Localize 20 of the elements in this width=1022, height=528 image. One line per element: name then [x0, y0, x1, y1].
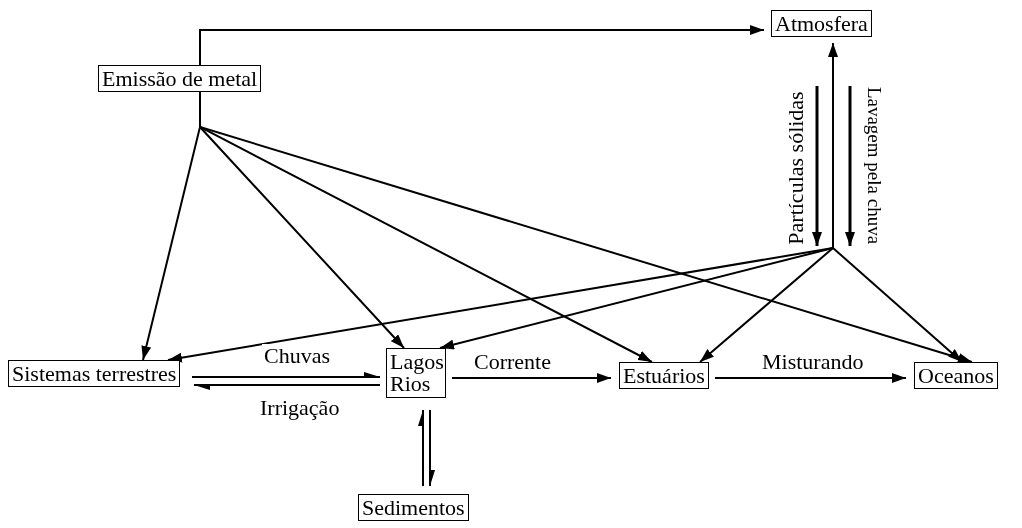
process-box: Sedimentos [358, 494, 469, 522]
arrow [199, 25, 765, 66]
rotated-label: Partículas sólidas [784, 91, 807, 245]
process-box: Lagos Rios [386, 348, 446, 398]
arrow [429, 409, 435, 487]
process-box: Atmosfera [771, 10, 872, 38]
process-box: Emissão de metal [98, 65, 262, 93]
arrow [451, 373, 612, 383]
arrow [699, 247, 834, 363]
arrow [439, 247, 834, 350]
arrow [828, 42, 838, 249]
arrow [167, 247, 834, 363]
arrow [418, 409, 424, 487]
process-box: Estuários [619, 362, 709, 390]
arrow [714, 373, 907, 383]
arrow [193, 384, 381, 390]
process-box: Oceanos [914, 362, 998, 390]
process-box: Sistemas terrestres [8, 360, 181, 388]
rotated-label: Lavagem pela chuva [864, 86, 884, 244]
arrow [191, 372, 381, 378]
